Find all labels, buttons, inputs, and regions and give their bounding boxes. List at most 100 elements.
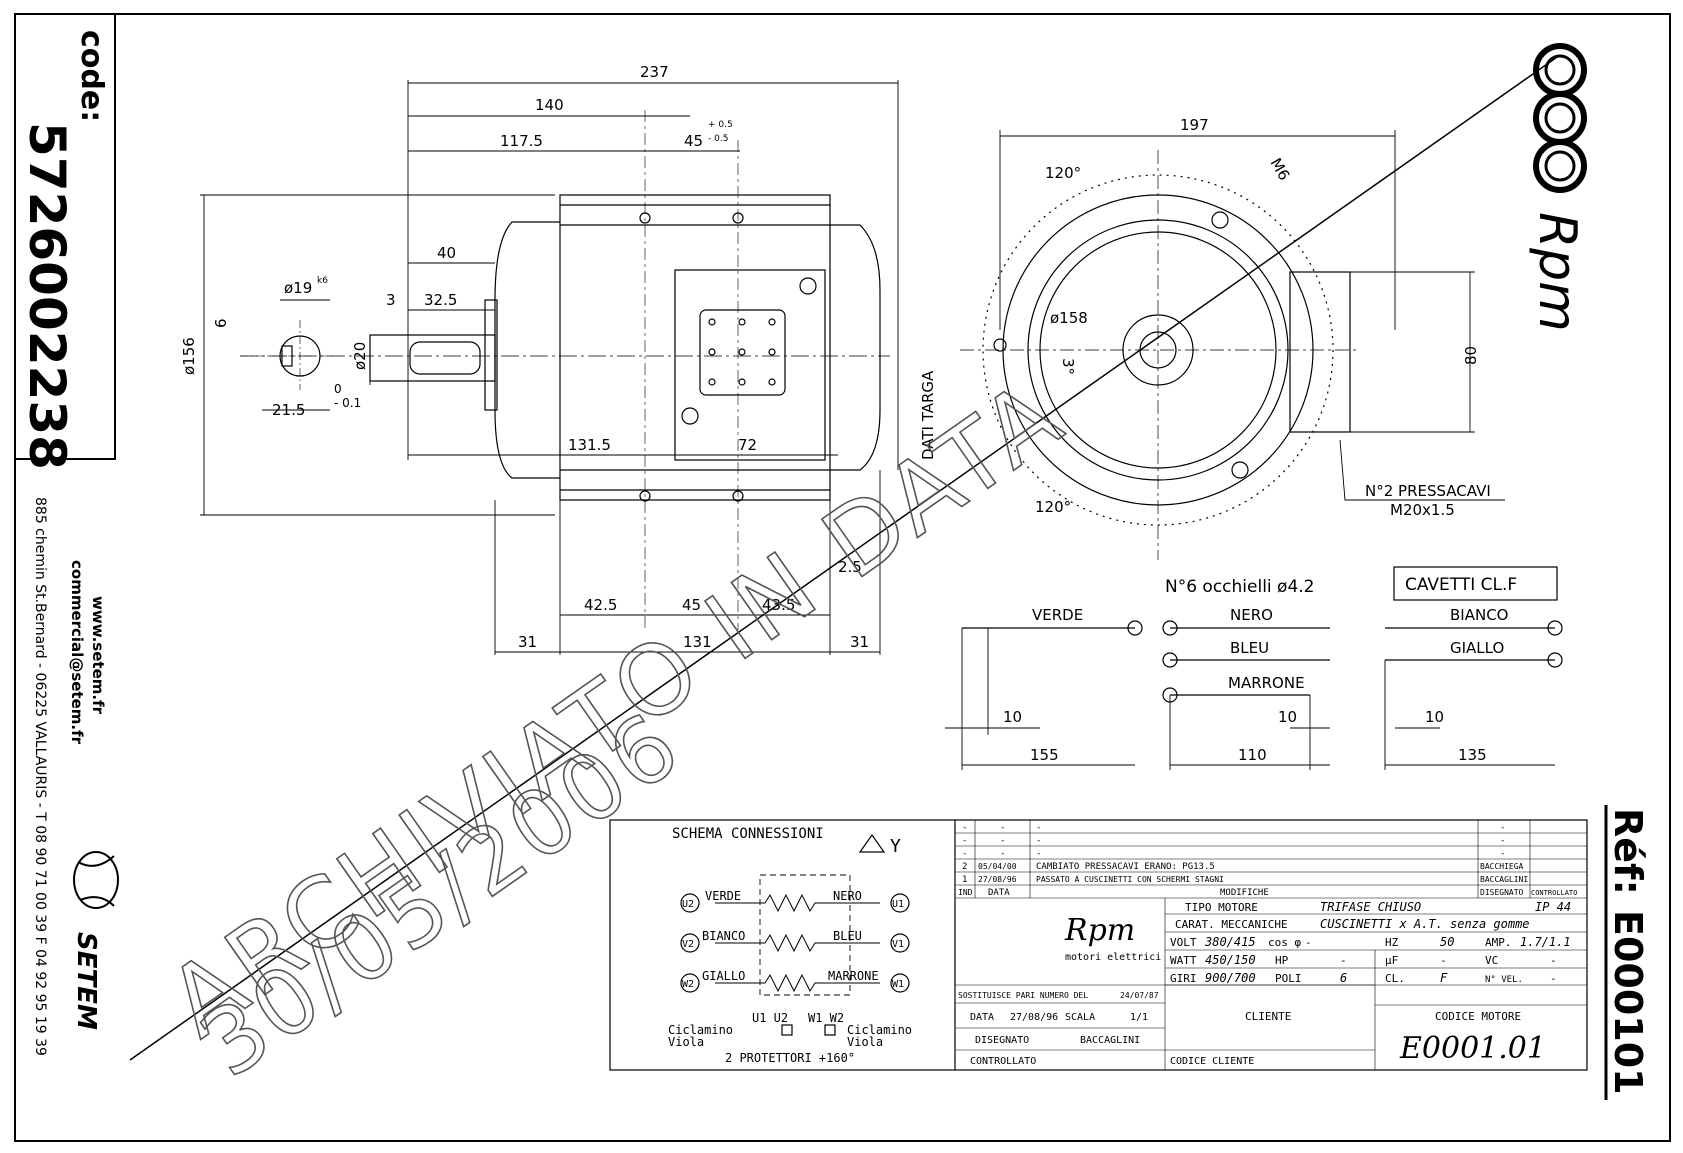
code-box: code: 5726002238: [14, 13, 116, 470]
website-text: www.setem.fr: [89, 596, 107, 715]
dim-phi156: ø156: [180, 337, 198, 375]
leads-drawing: [945, 566, 1563, 770]
mod-desc: -: [1036, 823, 1041, 833]
address-text: 885 chemin St.Bernard - 06225 VALLAURIS …: [32, 497, 48, 1056]
rpm-brand-text: Rpm: [1527, 212, 1587, 332]
schema-title: SCHEMA CONNESSIONI: [672, 826, 824, 842]
dim-phi158: ø158: [1050, 309, 1088, 327]
dim-m6: M6: [1267, 155, 1294, 183]
vc-value: -: [1550, 954, 1557, 967]
row2-rl: BLEU: [833, 929, 862, 943]
hz-value: 50: [1440, 935, 1454, 949]
dim-197: 197: [1180, 116, 1209, 134]
tol-0-1: - 0.1: [334, 396, 361, 410]
row2-tr: V1: [892, 939, 904, 950]
cl-value: F: [1440, 971, 1448, 985]
lead-bleu: BLEU: [1230, 639, 1269, 657]
contact-info: www.setem.fr commercial@setem.fr 885 che…: [32, 497, 107, 1056]
shaft-section: [240, 320, 335, 390]
mod-by: BACCHIEGA: [1480, 862, 1524, 871]
dim-110: 110: [1238, 746, 1267, 764]
dim-2-5: 2.5: [838, 558, 862, 576]
dim-32-5: 32.5: [424, 291, 457, 309]
codice-motore-value: E0001.01: [1399, 1031, 1546, 1066]
dim-31a: 31: [518, 633, 537, 651]
title-logo-sub: motori elettrici: [1065, 952, 1161, 963]
angle-120b: 120°: [1035, 498, 1071, 516]
cl-label: CL.: [1385, 972, 1405, 985]
dim-80: 80: [1462, 346, 1480, 365]
drawing-frame: [14, 13, 1671, 1142]
cliente-label: CLIENTE: [1245, 1010, 1291, 1023]
dati-targa-label: DATI TARGA: [919, 370, 937, 460]
vel-label: N° VEL.: [1485, 975, 1523, 985]
dim-45b: 45: [682, 596, 701, 614]
mod-desc: PASSATO A CUSCINETTI CON SCHERMI STAGNI: [1036, 875, 1224, 884]
watt-value: 450/150: [1205, 953, 1256, 967]
title-block: [609, 819, 1588, 1071]
pressacavi-1: N°2 PRESSACAVI: [1365, 482, 1491, 500]
setem-brand-text: SETEM: [71, 932, 101, 1030]
carat-label: CARAT. MECCANICHE: [1175, 918, 1288, 931]
dim-117-5: 117.5: [500, 132, 543, 150]
dim-6: 6: [212, 318, 230, 328]
disegnato-value: BACCAGLINI: [1080, 1035, 1140, 1046]
mod-header-by: DISEGNATO: [1480, 888, 1524, 897]
lead-marrone: MARRONE: [1228, 674, 1305, 692]
dim-3: 3: [386, 291, 396, 309]
mod-by: -: [1500, 849, 1505, 859]
giri-value: 900/700: [1205, 971, 1256, 985]
volt-value: 380/415: [1204, 935, 1256, 949]
dim-131-5: 131.5: [568, 436, 611, 454]
dim-131: 131: [683, 633, 712, 651]
tol-0: 0: [334, 382, 342, 396]
side-dim-labels: 237 140 117.5 45 + 0.5 - 0.5 40 3 32.5 ø…: [180, 63, 937, 651]
dim-155: 155: [1030, 746, 1059, 764]
mod-by: -: [1500, 836, 1505, 846]
uf-label: μF: [1385, 954, 1398, 967]
viola-left: Viola: [668, 1035, 704, 1049]
row2-tl: V2: [682, 939, 694, 950]
dim-10a: 10: [1003, 708, 1022, 726]
row1-rl: NERO: [833, 889, 862, 903]
lead-nero: NERO: [1230, 606, 1273, 624]
hp-label: HP: [1275, 954, 1289, 967]
occhielli-label: N°6 occhielli ø4.2: [1165, 577, 1315, 597]
dim-phi20: ø20: [351, 342, 369, 370]
w1w2-label: W1 W2: [808, 1011, 844, 1025]
angle-3: 3°: [1059, 358, 1077, 375]
ref-label: Réf:: [1606, 808, 1650, 895]
row1-tr: U1: [892, 899, 904, 910]
lead-bianco: BIANCO: [1450, 606, 1508, 624]
row3-tr: W1: [892, 979, 904, 990]
u1u2-label: U1 U2: [752, 1011, 788, 1025]
tipo-motore-value: TRIFASE CHIUSO: [1320, 900, 1421, 914]
viola-right: Viola: [847, 1035, 883, 1049]
motor-front-view: [960, 130, 1505, 560]
dim-phi19: ø19: [284, 279, 312, 297]
code-value: 5726002238: [18, 122, 76, 470]
codice-motore-label: CODICE MOTORE: [1435, 1010, 1521, 1023]
row3-rl: MARRONE: [828, 969, 879, 983]
cavetti-label: CAVETTI CL.F: [1405, 575, 1517, 595]
dim-42-5: 42.5: [584, 596, 617, 614]
dim-10b: 10: [1278, 708, 1297, 726]
mod-header-data: DATA: [988, 888, 1010, 898]
side-dimensions: [200, 80, 899, 655]
row2-lbl: BIANCO: [702, 929, 745, 943]
mod-desc: CAMBIATO PRESSACAVI ERANO: PG13.5: [1036, 862, 1215, 872]
sostituisce-date: 24/07/87: [1120, 991, 1159, 1000]
setem-logo: SETEM: [71, 851, 119, 1030]
dim-31b: 31: [850, 633, 869, 651]
cos-label: cos φ: [1268, 936, 1301, 949]
mod-data: -: [1000, 823, 1005, 833]
title-block-text: SCHEMA CONNESSIONI Y U2 VERDE NERO U1 V2…: [668, 823, 1577, 1067]
lead-giallo: GIALLO: [1450, 639, 1504, 657]
ip-value: IP 44: [1535, 900, 1571, 914]
title-logo-rpm: Rpm: [1064, 913, 1135, 948]
codice-cliente-label: CODICE CLIENTE: [1170, 1056, 1254, 1067]
front-dim-labels: 197 120° 120° M6 ø158 3° 80 N°2 PRESSACA…: [1035, 116, 1491, 519]
dim-k6: k6: [317, 276, 328, 286]
ref-block: Réf: E000101: [1604, 805, 1650, 1100]
hz-label: HZ: [1385, 936, 1399, 949]
